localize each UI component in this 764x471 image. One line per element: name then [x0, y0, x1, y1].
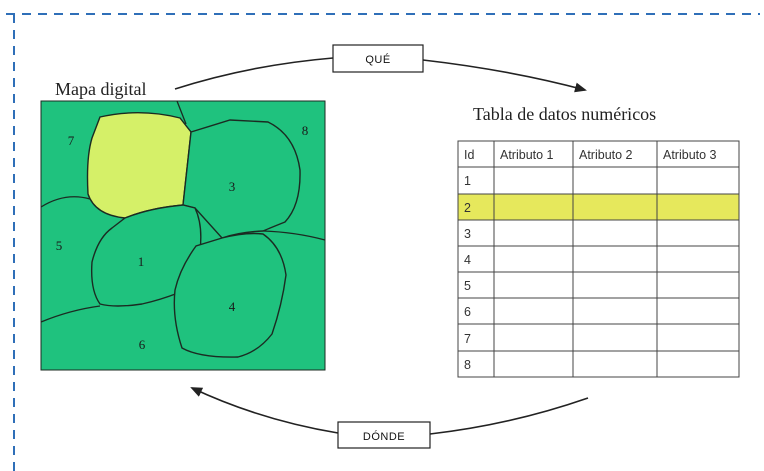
- donde-label-box: [337, 421, 431, 449]
- table-row-id: 5: [464, 279, 471, 293]
- map-label-8: 8: [302, 123, 309, 138]
- region-boundary-8-left: [176, 100, 187, 125]
- table-row-2-highlight: [458, 194, 739, 220]
- top-arrow-right-segment: [422, 59, 587, 93]
- map-label-1: 1: [138, 254, 145, 269]
- table-border: [457, 140, 740, 378]
- map-label-3: 3: [229, 179, 236, 194]
- map-label-7: 7: [68, 133, 75, 148]
- table-row-id: 1: [464, 174, 471, 188]
- table-header-id: Id: [464, 148, 474, 162]
- region-boundary-8-bottom: [262, 230, 326, 241]
- table-row-id: 2: [464, 201, 471, 215]
- donde-label: DÓNDE: [363, 430, 405, 443]
- table-row-id: 6: [464, 305, 471, 319]
- table-header-attr-1: Atributo 1: [500, 148, 554, 162]
- table-title: Tabla de datos numéricos: [473, 104, 656, 124]
- table-row-id: 8: [464, 358, 471, 372]
- table-row-id: 3: [464, 227, 471, 241]
- attribute-table: Id Atributo 1 Atributo 2 Atributo 3 1 2 …: [457, 140, 740, 378]
- map-region-4[interactable]: [173, 232, 287, 358]
- table-header-attr-2: Atributo 2: [579, 148, 633, 162]
- bottom-arrow-right-segment: [429, 397, 589, 435]
- map-region-1[interactable]: [90, 204, 202, 307]
- region-boundary-5-6: [40, 305, 101, 323]
- region-boundary-5-top: [40, 196, 91, 208]
- que-label: QUÉ: [365, 53, 390, 66]
- map-label-6: 6: [139, 337, 146, 352]
- table-header-attr-3: Atributo 3: [663, 148, 717, 162]
- map-title: Mapa digital: [55, 79, 146, 99]
- top-arrow-left-segment: [174, 57, 334, 90]
- table-row-id: 4: [464, 253, 471, 267]
- map-region-3[interactable]: [182, 119, 301, 239]
- table-row-id: 7: [464, 332, 471, 346]
- que-label-box: [332, 44, 424, 73]
- digital-map: 1 3 4 5 6 7 8: [40, 100, 326, 371]
- map-region-2[interactable]: [86, 112, 192, 219]
- bottom-arrow-left-segment: [190, 387, 339, 434]
- map-label-5: 5: [56, 238, 63, 253]
- map-label-4: 4: [229, 299, 236, 314]
